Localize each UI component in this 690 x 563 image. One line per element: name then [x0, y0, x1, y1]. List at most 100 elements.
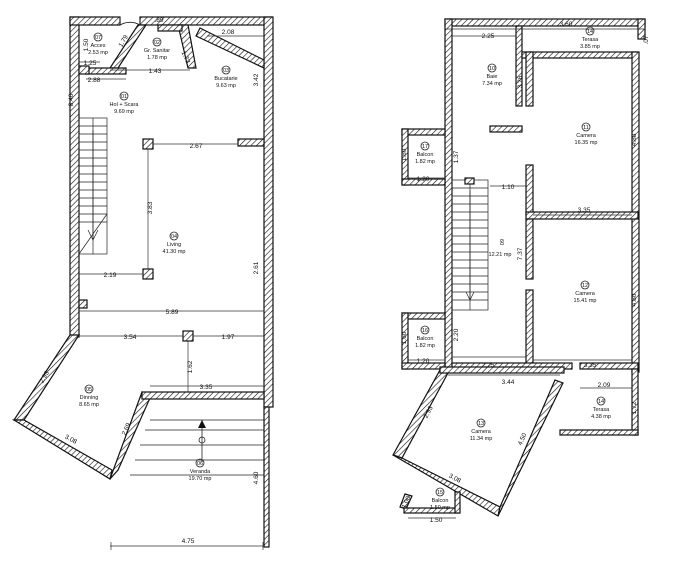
svg-text:Balcon: Balcon: [432, 498, 449, 504]
camera13-right-wall: [497, 379, 564, 517]
svg-text:2.88: 2.88: [88, 77, 101, 84]
pillar-1: [142, 138, 154, 150]
svg-text:3.83: 3.83: [147, 201, 154, 214]
svg-text:Living: Living: [167, 242, 181, 248]
svg-text:Camera: Camera: [471, 429, 492, 435]
room-dinning: 05 Dinning 8.65 mp: [79, 384, 99, 408]
svg-text:.89: .89: [154, 17, 163, 24]
svg-text:4.60: 4.60: [253, 471, 260, 484]
svg-text:2.08: 2.08: [222, 29, 235, 36]
svg-text:1.62: 1.62: [187, 360, 194, 373]
camera13-left-wall: [392, 369, 449, 459]
svg-text:Terasa: Terasa: [582, 37, 599, 43]
room-camera-11: 11 Camera 16.35 mp: [575, 122, 598, 146]
svg-text:Hol + Scara: Hol + Scara: [110, 102, 140, 108]
svg-text:07: 07: [95, 35, 101, 41]
wall-camera11-bottom: [525, 211, 639, 220]
svg-text:4.88: 4.88: [631, 133, 638, 146]
wall-left-upper: [69, 16, 80, 338]
ground-dim-lines: [79, 35, 264, 550]
svg-text:1.20: 1.20: [417, 358, 430, 365]
svg-text:09: 09: [500, 239, 506, 245]
upper-walls: [392, 18, 646, 517]
room-balcon-15: 15 Balcon 1.50 mp: [430, 487, 450, 511]
wall-terasa-bottom: [521, 51, 639, 59]
svg-text:Balcon: Balcon: [417, 336, 434, 342]
wall-stub: [78, 299, 88, 309]
svg-text:3.35: 3.35: [200, 384, 213, 391]
svg-text:3.44: 3.44: [502, 379, 515, 386]
svg-text:.07: .07: [643, 35, 650, 44]
svg-text:13: 13: [478, 421, 484, 427]
wall-veranda-right: [263, 406, 270, 548]
svg-text:15.41 mp: 15.41 mp: [574, 298, 597, 304]
svg-text:2.69: 2.69: [121, 422, 133, 437]
balcon17-bottom: [401, 178, 446, 186]
svg-text:2.09: 2.09: [598, 382, 611, 389]
svg-text:2.61: 2.61: [253, 261, 260, 274]
svg-text:3.85 mp: 3.85 mp: [580, 44, 600, 50]
room-hol-upper: 09 12.21 mp: [489, 239, 512, 258]
wall-camera12-left-low: [525, 289, 534, 366]
svg-text:Balcon: Balcon: [417, 152, 434, 158]
wall-acces-corner: [78, 65, 90, 75]
svg-text:1.78 mp: 1.78 mp: [147, 55, 167, 61]
pillar-3: [182, 330, 194, 342]
room-balcon-17: 17 Balcon 1.82 mp: [415, 141, 435, 165]
svg-text:2.25: 2.25: [482, 33, 495, 40]
svg-text:2.20: 2.20: [453, 328, 460, 341]
svg-text:19.70 mp: 19.70 mp: [189, 476, 212, 482]
svg-text:3.42: 3.42: [253, 73, 260, 86]
svg-text:1.82 mp: 1.82 mp: [415, 343, 435, 349]
room-balcon-16: 16 Balcon 1.82 mp: [415, 325, 435, 349]
svg-text:1.50: 1.50: [430, 517, 443, 524]
wall-sanitar-right: [177, 24, 197, 69]
balcon15-right: [454, 491, 461, 514]
svg-text:Bucatarie: Bucatarie: [214, 76, 237, 82]
terasa-bottom-wall: [559, 429, 639, 436]
wall-top: [444, 18, 646, 27]
svg-text:3.26: 3.26: [517, 75, 524, 88]
svg-text:1.10: 1.10: [502, 184, 515, 191]
svg-text:1.82 mp: 1.82 mp: [415, 159, 435, 165]
svg-text:15: 15: [437, 490, 443, 496]
upper-floor-plan: 14 Terasa 3.85 mp 10 Baie 7.34 mp 11 Cam…: [392, 18, 650, 524]
wall-kitchen: [195, 27, 265, 69]
wall-camera12-left: [525, 218, 534, 280]
wall-right: [263, 16, 274, 408]
wall-baie-bottom: [489, 125, 523, 133]
room-veranda: 06 Veranda 19.70 mp: [189, 458, 212, 482]
svg-text:1.37: 1.37: [453, 150, 460, 163]
svg-text:16.35 mp: 16.35 mp: [575, 140, 598, 146]
svg-text:Dinning: Dinning: [80, 395, 99, 401]
svg-text:9.63 mp: 9.63 mp: [216, 83, 236, 89]
svg-text:1.73: 1.73: [180, 50, 192, 65]
wall-dining-bottom: [11, 419, 113, 480]
svg-text:1.60: 1.60: [401, 148, 408, 161]
wall-acces-bottom: [85, 67, 127, 75]
svg-text:Camera: Camera: [575, 291, 596, 297]
svg-text:14: 14: [587, 29, 593, 35]
ground-room-labels: 07 Acces 2.53 mp 02 Gr. Sanitar 1.78 mp …: [79, 32, 238, 482]
wall-baie-right: [515, 25, 523, 107]
svg-text:Terasa: Terasa: [593, 407, 610, 413]
ground-dim-labels: 1.50 1.79 .89 2.08 1.25 2.88 1.43 1.73 3…: [39, 17, 260, 545]
svg-text:2.53 mp: 2.53 mp: [88, 50, 108, 56]
svg-text:3.54: 3.54: [124, 334, 137, 341]
svg-text:8.40: 8.40: [68, 93, 75, 106]
room-camera-12: 12 Camera 15.41 mp: [574, 280, 597, 304]
room-camera-13: 13 Camera 11.34 mp: [470, 418, 492, 442]
wall-sanitar-top: [157, 24, 183, 32]
ground-walls: [11, 16, 274, 548]
svg-text:12: 12: [582, 283, 588, 289]
svg-text:01: 01: [121, 94, 127, 100]
svg-text:4.75: 4.75: [182, 538, 195, 545]
svg-text:1.25: 1.25: [84, 60, 97, 67]
svg-text:04: 04: [171, 234, 177, 240]
svg-text:Acces: Acces: [91, 43, 106, 49]
room-terasa-bottom: 14 Terasa 4.38 mp: [591, 396, 611, 420]
wall-camera11-left-low: [525, 164, 534, 216]
svg-text:5.89: 5.89: [166, 309, 179, 316]
pillar-2: [142, 268, 154, 280]
